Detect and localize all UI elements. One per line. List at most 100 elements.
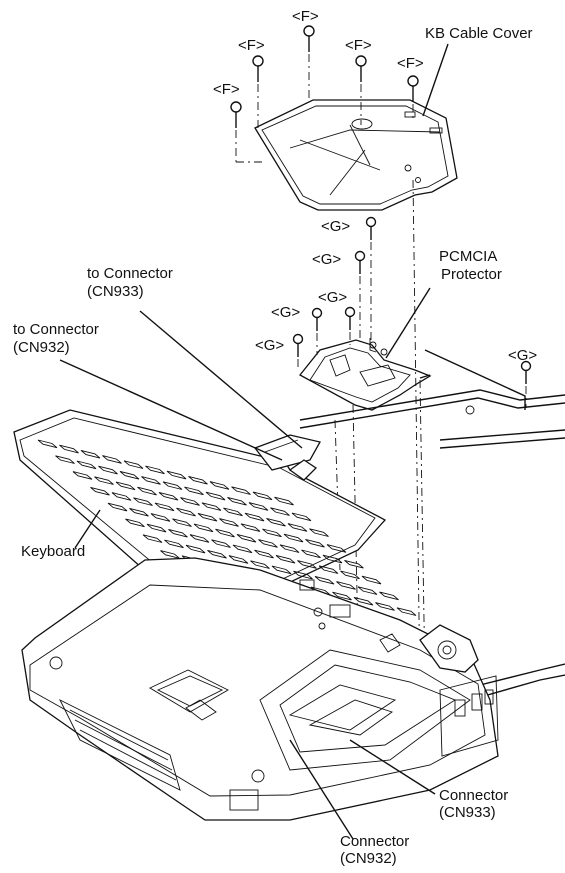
f-screws xyxy=(230,25,419,128)
keyboard-key xyxy=(228,555,249,564)
keyboard-key xyxy=(266,517,286,527)
keyboard-key xyxy=(258,539,278,548)
keyboard-key xyxy=(164,539,184,549)
keyboard-key xyxy=(207,549,227,559)
keyboard-key xyxy=(188,475,208,485)
label-pcmcia-2: Protector xyxy=(441,266,502,283)
keyboard-key xyxy=(137,486,157,496)
keyboard-key xyxy=(227,496,247,506)
label-connector-cn933: Connector xyxy=(439,787,508,804)
keyboard-key xyxy=(197,512,218,522)
g-dashes xyxy=(297,242,527,408)
screw-g-5 xyxy=(292,333,304,357)
keyboard-key xyxy=(172,518,192,527)
keyboard-key xyxy=(115,481,136,491)
keyboard-key xyxy=(223,507,243,517)
label-to-connector-cn933: to Connector xyxy=(87,265,173,282)
label-cn933-bottom: (CN933) xyxy=(439,804,496,821)
label-g-1: <G> xyxy=(321,218,350,235)
keyboard-key xyxy=(94,476,114,485)
screw-g-1 xyxy=(365,216,377,240)
keyboard-key xyxy=(72,471,93,480)
laptop-lid xyxy=(299,349,565,701)
label-f-top: <F> xyxy=(292,8,319,25)
keyboard-key xyxy=(150,513,171,522)
screw-f-4 xyxy=(355,55,367,82)
screw-g-2 xyxy=(354,250,366,274)
keyboard-key xyxy=(76,460,97,470)
keyboard-key xyxy=(119,470,140,480)
keyboard-key xyxy=(279,544,300,553)
keyboard-key xyxy=(98,465,118,475)
keyboard-key xyxy=(125,518,145,528)
keyboard-key xyxy=(252,491,273,501)
keyboard-key xyxy=(176,507,196,517)
screw-f-2 xyxy=(252,55,264,82)
keyboard-key xyxy=(59,444,79,454)
keyboard-key xyxy=(240,523,261,532)
keyboard-key xyxy=(209,481,230,490)
keyboard-key xyxy=(379,591,399,601)
laptop-base xyxy=(21,557,499,821)
keyboard-key xyxy=(357,586,378,595)
keyboard-key xyxy=(262,528,282,538)
keyboard-key xyxy=(301,549,321,559)
f-dashes xyxy=(235,54,414,163)
keyboard-key xyxy=(123,460,144,469)
screw-f-5 xyxy=(407,75,419,102)
keyboard-key xyxy=(111,492,132,501)
keyboard-key xyxy=(133,497,153,506)
keyboard-key xyxy=(80,449,101,459)
keyboard-key xyxy=(396,607,417,616)
keyboard-key xyxy=(271,565,292,575)
keyboard-key xyxy=(232,544,253,554)
keyboard-key xyxy=(168,528,188,538)
keyboard-key xyxy=(146,523,167,533)
keyboard-key xyxy=(90,486,110,496)
keyboard-key xyxy=(250,560,270,569)
keyboard-key xyxy=(274,496,294,506)
keyboard-key xyxy=(340,570,360,580)
keyboard-key xyxy=(180,497,200,506)
keyboard-key xyxy=(211,539,231,548)
keyboard-key xyxy=(141,476,161,485)
screw-f-1 xyxy=(230,101,242,128)
screw-g-4 xyxy=(311,307,323,331)
keyboard-key xyxy=(184,486,204,496)
keyboard-key xyxy=(326,544,347,553)
keyboard-key xyxy=(189,534,210,543)
keyboard-key xyxy=(102,455,122,464)
keyboard-key xyxy=(270,507,290,516)
keyboard-key xyxy=(314,575,335,585)
keyboard-key xyxy=(55,455,75,464)
keyboard-key xyxy=(318,565,339,574)
kb-cable-cover-part xyxy=(254,99,458,211)
label-cn932-bottom: (CN932) xyxy=(340,850,397,867)
keyboard-key xyxy=(201,502,222,511)
label-to-connector-cn932: to Connector xyxy=(13,321,99,338)
label-f-right2: <F> xyxy=(397,55,424,72)
keyboard-key xyxy=(193,523,214,533)
keyboard-key xyxy=(215,528,235,538)
label-cn933-top: (CN933) xyxy=(87,283,144,300)
keyboard-key xyxy=(154,502,175,512)
keyboard-key xyxy=(283,533,304,543)
leader-lines xyxy=(59,43,449,840)
keyboard-key xyxy=(219,518,239,527)
screw-g-6 xyxy=(520,360,532,384)
screw-f-3 xyxy=(303,25,315,52)
g-screws xyxy=(292,216,532,384)
keyboard-key xyxy=(37,439,58,449)
keyboard-key xyxy=(291,512,312,522)
keyboard-key xyxy=(166,470,187,480)
keyboard-key xyxy=(244,512,265,522)
keyboard-key xyxy=(361,575,382,585)
keyboard-key xyxy=(107,502,128,512)
keyboard-key xyxy=(293,570,313,580)
keyboard-key xyxy=(336,581,356,590)
keyboard-key xyxy=(236,533,257,543)
diagram-labels: <F> <F> <F> <F> <F> KB Cable Cover <G> <… xyxy=(13,8,537,867)
label-pcmcia-1: PCMCIA xyxy=(439,248,497,265)
